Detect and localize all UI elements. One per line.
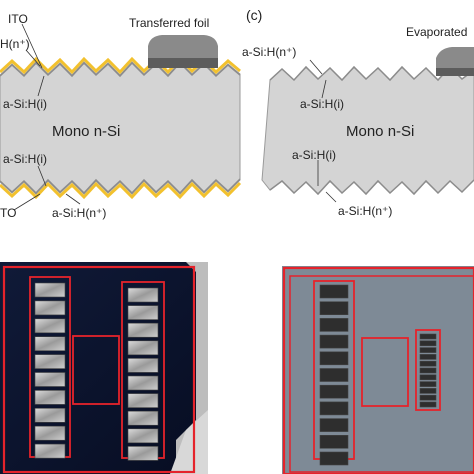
- left-bottom-ito-layer: [0, 181, 242, 200]
- contact-pad: [319, 434, 349, 449]
- contact-pad: [127, 322, 159, 338]
- left-schematic: ITO H(n⁺) Transferred foil a-Si:H(i) Mon…: [0, 12, 242, 220]
- contact-pad: [319, 318, 349, 332]
- contact-pad: [319, 401, 349, 416]
- contact-pad: [127, 446, 159, 461]
- contact-pad: [34, 282, 66, 298]
- left-pad-column-2: [127, 287, 159, 461]
- right-sample-photo: [282, 266, 474, 474]
- right-pad-column-2: [419, 333, 437, 408]
- left-label-ito-bottom: TO: [0, 206, 16, 220]
- left-leader-i-bottom: [37, 165, 47, 187]
- right-leader-nplus-top: [309, 59, 323, 75]
- contact-pad: [34, 318, 66, 334]
- left-label-ito-top: ITO: [8, 12, 28, 26]
- right-label-nplus-bottom: a-Si:H(n⁺): [338, 204, 392, 218]
- right-center-box: [361, 337, 409, 407]
- right-pad-column-1: [319, 284, 349, 466]
- left-sample-photo: [0, 262, 208, 474]
- right-pad-group-box-2: [415, 329, 441, 411]
- left-leader-ito-bottom: [13, 193, 41, 211]
- contact-pad: [319, 301, 349, 316]
- contact-pad: [127, 393, 159, 408]
- right-leader-i-top: [321, 79, 327, 99]
- contact-pad: [34, 336, 66, 352]
- contact-pad: [419, 347, 437, 353]
- left-label-intrinsic-top: a-Si:H(i): [3, 97, 47, 111]
- contact-pad: [34, 354, 66, 369]
- left-leader-ito: [21, 23, 43, 69]
- contact-pad: [34, 425, 66, 441]
- right-leader-nplus-bottom: [325, 191, 337, 203]
- left-label-nplus-bottom: a-Si:H(n⁺): [52, 206, 106, 220]
- right-bottom-amorphous-layer: [269, 179, 474, 196]
- left-pad-column-1: [34, 282, 66, 459]
- right-photo-border: [282, 266, 474, 474]
- contact-pad: [419, 360, 437, 367]
- contact-pad: [319, 418, 349, 432]
- left-label-wafer: Mono n-Si: [52, 123, 120, 140]
- contact-pad: [127, 428, 159, 444]
- right-label-evaporated: Evaporated: [406, 25, 467, 39]
- right-top-amorphous-layer: [269, 65, 474, 82]
- right-evaporated-base: [436, 68, 474, 76]
- contact-pad: [319, 334, 349, 349]
- contact-pad: [419, 388, 437, 394]
- left-outer-frame: [2, 265, 196, 474]
- right-label-intrinsic-bottom: a-Si:H(i): [292, 148, 336, 162]
- contact-pad: [419, 394, 437, 401]
- left-leader-i-top: [37, 75, 45, 97]
- contact-pad: [127, 287, 159, 303]
- right-photo-background: [282, 266, 474, 474]
- contact-pad: [419, 340, 437, 347]
- contact-pad: [419, 354, 437, 360]
- left-leader-nplus-bottom: [65, 193, 81, 205]
- left-label-nplus-top: H(n⁺): [0, 37, 30, 51]
- contact-pad: [419, 374, 437, 381]
- left-photo-corner: [170, 410, 208, 474]
- contact-pad: [419, 401, 437, 408]
- contact-pad: [127, 375, 159, 391]
- contact-pad: [319, 451, 349, 466]
- left-center-box: [72, 335, 120, 405]
- contact-pad: [34, 407, 66, 423]
- contact-pad: [127, 410, 159, 426]
- left-bottom-amorphous-layer: [0, 178, 241, 195]
- contact-pad: [34, 372, 66, 387]
- contact-pad: [319, 384, 349, 399]
- right-label-wafer: Mono n-Si: [346, 123, 414, 140]
- left-foil-base: [148, 58, 218, 68]
- panel-c-label: (c): [246, 7, 262, 23]
- contact-pad: [319, 351, 349, 366]
- contact-pad: [419, 381, 437, 387]
- contact-pad: [319, 284, 349, 299]
- contact-pad: [127, 358, 159, 373]
- contact-pad: [319, 368, 349, 382]
- contact-pad: [419, 333, 437, 340]
- right-label-nplus-top: a-Si:H(n⁺): [242, 45, 296, 59]
- contact-pad: [419, 367, 437, 374]
- right-inner-frame: [289, 275, 474, 473]
- contact-pad: [127, 340, 159, 356]
- right-schematic: (c) Evaporated a-Si:H(n⁺) a-Si:H(i) Mono…: [242, 7, 474, 218]
- left-label-intrinsic-bottom: a-Si:H(i): [3, 152, 47, 166]
- contact-pad: [127, 305, 159, 320]
- contact-pad: [34, 443, 66, 459]
- left-photo-background: [0, 262, 208, 474]
- right-label-intrinsic-top: a-Si:H(i): [300, 97, 344, 111]
- left-leader-nplus: [25, 49, 41, 67]
- left-label-transferred-foil: Transferred foil: [129, 16, 209, 30]
- contact-pad: [34, 300, 66, 316]
- contact-pad: [34, 390, 66, 405]
